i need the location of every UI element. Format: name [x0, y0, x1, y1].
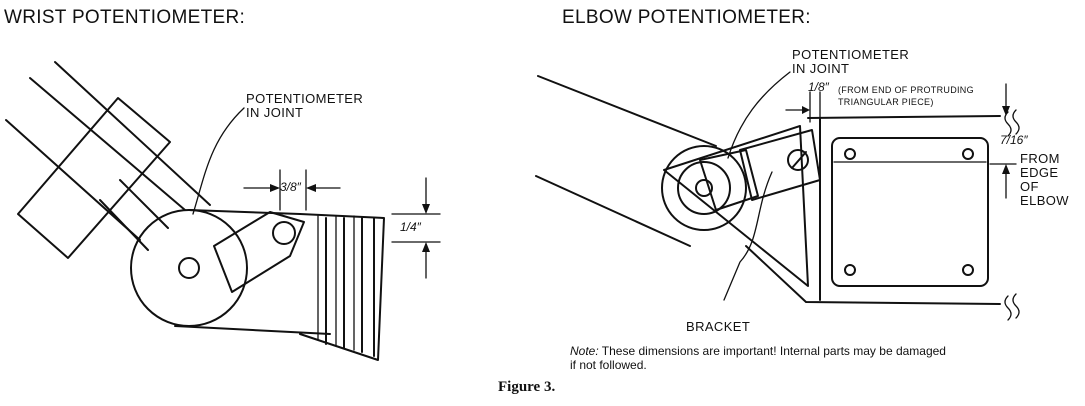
wrist-height-dimension: 1/4″ [400, 220, 421, 234]
wrist-drawing [5, 61, 441, 361]
note-prefix: Note: [570, 344, 599, 358]
elbow-gap-note-line2: TRIANGULAR PIECE) [838, 97, 934, 107]
elbow-edge-line2: EDGE [1020, 165, 1059, 180]
note-line1: These dimensions are important! Internal… [598, 344, 946, 358]
elbow-gap-note-line1: (FROM END OF PROTRUDING [838, 85, 974, 95]
wrist-heading: WRIST POTENTIOMETER: [4, 7, 246, 28]
elbow-callout-line1: POTENTIOMETER [792, 47, 910, 62]
elbow-edge-line1: FROM [1020, 151, 1060, 166]
elbow-callout-line2: IN JOINT [792, 61, 850, 76]
wrist-gap-dimension: 3/8″ [280, 180, 301, 194]
wrist-callout-line1: POTENTIOMETER [246, 91, 364, 106]
elbow-edge-line3: OF [1020, 179, 1039, 194]
wrist-callout-line2: IN JOINT [246, 105, 304, 120]
elbow-gap-dimension: 1/8″ [808, 80, 829, 94]
elbow-offset-dimension: 7/16″ [1000, 133, 1028, 147]
elbow-edge-line4: ELBOW [1020, 193, 1069, 208]
note-line2: if not followed. [570, 358, 647, 372]
elbow-drawing [535, 71, 1020, 321]
bracket-label: BRACKET [686, 319, 751, 334]
note-text: Note: These dimensions are important! In… [570, 345, 946, 358]
elbow-heading: ELBOW POTENTIOMETER: [562, 7, 811, 28]
figure-caption: Figure 3. [498, 379, 556, 395]
